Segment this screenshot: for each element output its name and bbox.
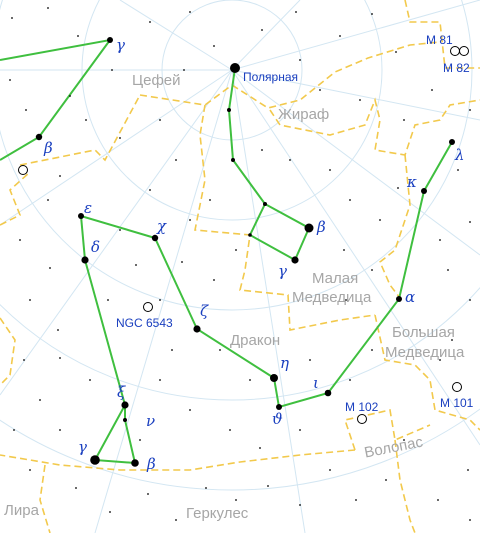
dra-epsilon-star: [78, 213, 84, 219]
greek-label-cep-gamma: γ: [116, 36, 125, 54]
constellation-label-draco: Дракон: [230, 332, 281, 349]
object-label-ngc6543: NGC 6543: [116, 316, 173, 330]
cepheus-object-marker: [18, 165, 28, 175]
umi-gamma-star: [291, 256, 299, 264]
umi-eta-star: [248, 233, 252, 237]
cep-beta-star: [35, 133, 43, 141]
dra-delta-star: [81, 256, 89, 264]
umi-beta-star: [304, 223, 314, 233]
object-label-m101: M 101: [440, 396, 474, 410]
polaris-star: [230, 63, 240, 73]
greek-label-umi-gamma: γ: [278, 262, 287, 280]
m101-marker: [452, 382, 462, 392]
greek-label-dra-iota: ι: [313, 374, 319, 392]
greek-label-dra-lambda: λ: [455, 146, 465, 164]
dra-xi-star: [121, 401, 129, 409]
object-label-m82: M 82: [443, 61, 470, 75]
greek-label-dra-beta: β: [147, 455, 156, 473]
deep-sky-objects: [18, 46, 469, 424]
umi-zeta-star: [231, 158, 235, 162]
dra-eta-star: [270, 374, 278, 382]
dra-alpha-star: [396, 296, 402, 302]
constellation-label-ursa-minor-line2: Медведица: [292, 289, 372, 306]
m81-marker: [450, 46, 460, 56]
dra-nu-star: [123, 418, 127, 422]
constellation-label-cepheus: Цефей: [132, 72, 181, 89]
dra-beta-star: [131, 459, 139, 467]
dra-gamma-star: [90, 455, 100, 465]
greek-label-dra-xi: ξ: [117, 383, 126, 401]
greek-label-umi-beta: β: [317, 218, 326, 236]
dra-kappa-star: [421, 188, 427, 194]
dra-zeta-star: [193, 325, 201, 333]
greek-label-dra-epsilon: ε: [84, 199, 93, 217]
cep-gamma-star: [107, 37, 113, 43]
greek-label-dra-nu: ν: [146, 412, 156, 430]
m102-marker: [357, 414, 367, 424]
star-label-polaris: Полярная: [243, 70, 299, 84]
object-label-m81: M 81: [426, 33, 453, 47]
dra-chi-star: [151, 234, 159, 242]
dra-lambda-star: [449, 139, 455, 145]
greek-label-dra-chi: χ: [157, 217, 167, 235]
greek-label-dra-alpha: α: [405, 288, 416, 306]
constellation-label-ursa-minor-line1: Малая: [312, 270, 359, 287]
dra-iota-star: [324, 389, 332, 397]
greek-label-dra-theta: ϑ: [272, 410, 283, 428]
umi-delta-star: [227, 108, 231, 112]
ngc6543-marker: [143, 302, 153, 312]
constellation-label-ursa-major-line1: Большая: [392, 324, 455, 341]
constellation-label-lyra: Лира: [4, 502, 39, 519]
greek-label-dra-zeta: ζ: [200, 302, 209, 320]
constellation-label-hercules: Геркулес: [186, 505, 249, 522]
constellation-label-camelopardalis: Жираф: [278, 106, 330, 123]
object-label-m102: M 102: [345, 400, 379, 414]
umi-epsilon-star: [263, 202, 267, 206]
greek-label-dra-gamma: γ: [78, 438, 87, 456]
background-stars: [9, 7, 471, 521]
greek-label-dra-kappa: κ: [407, 173, 417, 191]
constellation-label-ursa-major-line2: Медведица: [385, 344, 465, 361]
m82-marker: [459, 46, 469, 56]
greek-label-dra-eta: η: [280, 354, 289, 372]
greek-label-cep-beta: β: [44, 139, 53, 157]
named-stars: [35, 37, 455, 467]
greek-label-dra-delta: δ: [91, 238, 101, 256]
dra-theta-star: [276, 404, 282, 410]
